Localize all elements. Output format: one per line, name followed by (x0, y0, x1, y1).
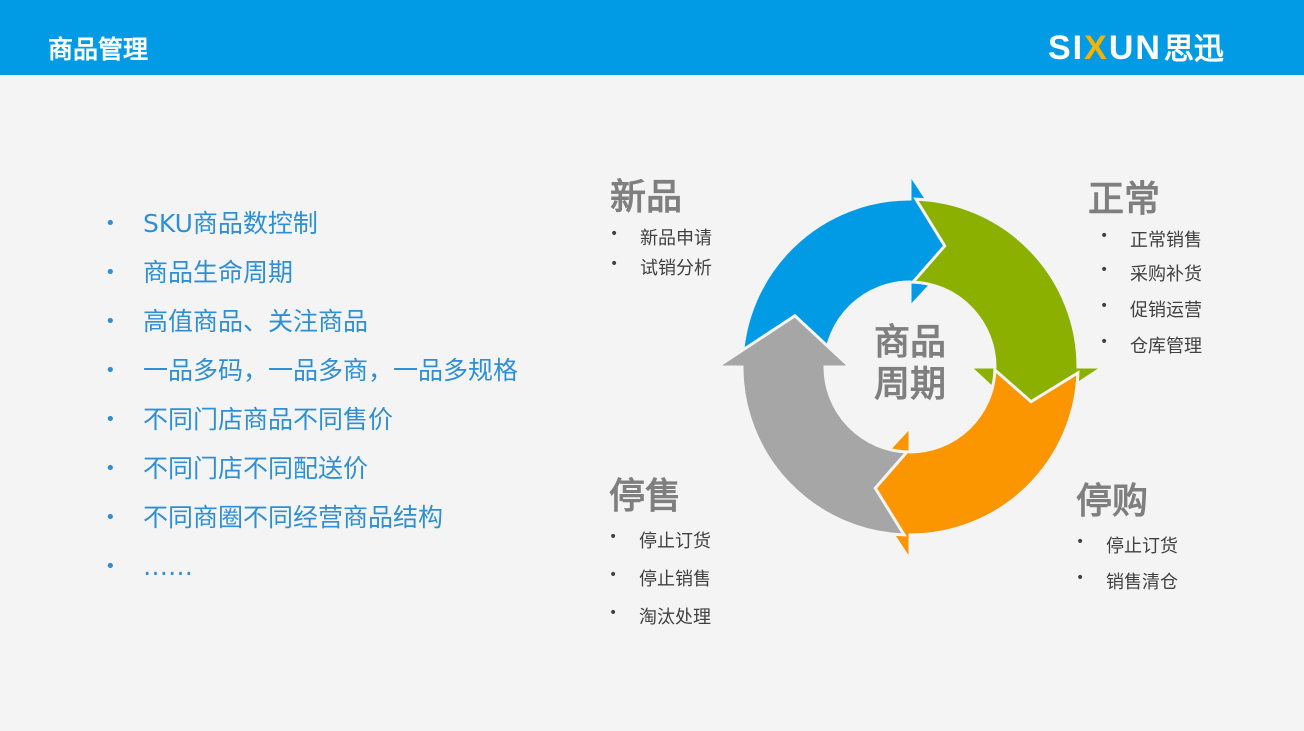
logo-cn: 思迅 (1163, 33, 1224, 66)
stage-item: 停止订货 (609, 527, 711, 553)
arrow-stop-sell (711, 313, 911, 537)
center-line: 周期 (873, 364, 946, 405)
stage-normal: 正常 正常销售 采购补货 促销运营 仓库管理 (1088, 178, 1202, 358)
feature-list: SKU商品数控制 商品生命周期 高值商品、关注商品 一品多码，一品多商，一品多规… (105, 204, 518, 596)
stage-item: 采购补货 (1100, 260, 1202, 286)
logo-x: X (1084, 29, 1109, 67)
stage-item: 仓库管理 (1100, 332, 1202, 358)
feature-item: 不同门店不同配送价 (105, 449, 518, 498)
stage-item: 销售清仓 (1076, 568, 1178, 594)
stage-item: 淘汰处理 (609, 603, 711, 629)
stage-item: 正常销售 (1100, 226, 1202, 252)
logo-text: SI (1048, 29, 1085, 67)
sixun-logo: SIXUN思迅 (1048, 24, 1224, 68)
stage-title: 正常 (1088, 179, 1161, 220)
stage-title: 停购 (1076, 481, 1149, 522)
stage-stop-buy: 停购 停止订货销售清仓 (1076, 480, 1178, 594)
header-bar: 商品管理 SIXUN思迅 (0, 0, 1304, 75)
stage-title: 新品 (610, 177, 683, 218)
feature-item: …… (105, 547, 518, 596)
stage-stop-sell: 停售 停止订货 停止销售 淘汰处理 (609, 475, 711, 629)
feature-item: 不同商圈不同经营商品结构 (105, 498, 518, 547)
feature-item: 高值商品、关注商品 (105, 302, 518, 351)
feature-item: 一品多码，一品多商，一品多规格 (105, 351, 518, 400)
logo-text: UN (1108, 29, 1162, 67)
stage-item: 试销分析 (610, 254, 712, 280)
cycle-center-label: 商品 周期 (860, 322, 960, 406)
stage-title: 停售 (609, 476, 682, 517)
stage-new: 新品 新品申请试销分析 (610, 176, 712, 280)
stage-item: 新品申请 (610, 224, 712, 250)
center-line: 商品 (873, 322, 946, 363)
arrow-stop-buy (856, 366, 1080, 566)
arrow-normal (909, 197, 1109, 421)
stage-item: 停止销售 (609, 565, 711, 591)
page-title: 商品管理 (48, 35, 149, 64)
feature-item: 商品生命周期 (105, 253, 518, 302)
feature-item: 不同门店商品不同售价 (105, 400, 518, 449)
stage-item: 停止订货 (1076, 532, 1178, 558)
stage-item: 促销运营 (1100, 296, 1202, 322)
feature-item: SKU商品数控制 (105, 204, 518, 253)
